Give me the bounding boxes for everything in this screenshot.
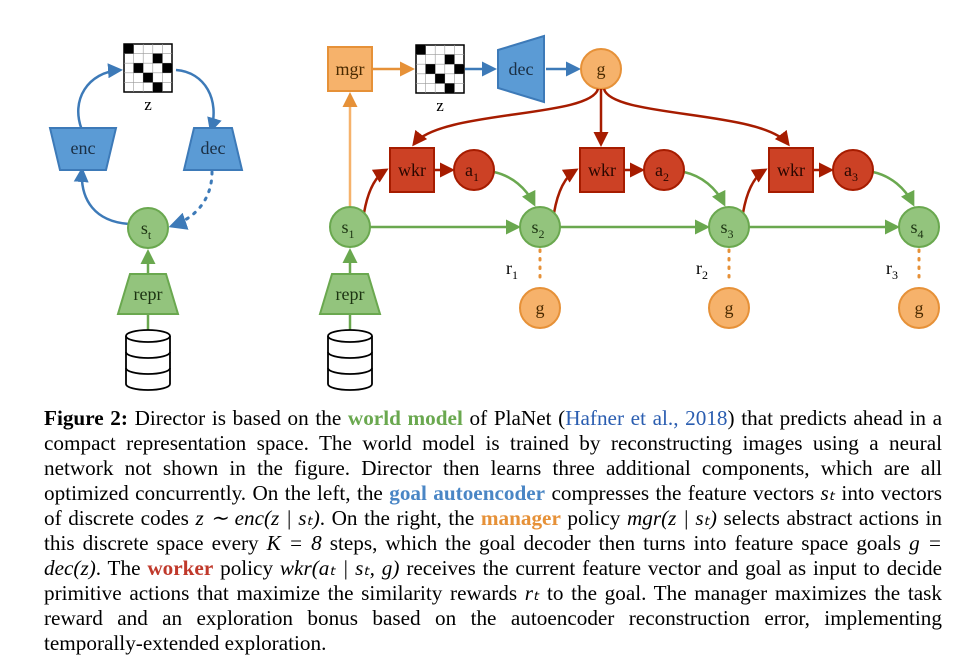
caption-text: policy	[560, 506, 627, 530]
a3-to-s4-arrow	[872, 170, 915, 207]
st-to-enc-arc	[73, 167, 131, 226]
svg-text:s2: s2	[531, 217, 544, 241]
math-st: sₜ	[820, 481, 836, 505]
state-s2-node: s2	[519, 206, 561, 248]
svg-text:s3: s3	[720, 217, 733, 241]
goal-g-node-3: g	[708, 287, 750, 329]
svg-text:wkr: wkr	[588, 160, 616, 180]
svg-text:a3: a3	[844, 160, 858, 184]
figure-diagram: z enc dec st repr	[48, 34, 940, 391]
figure-label: Figure 2:	[44, 406, 128, 430]
state-s1-node: s1	[329, 206, 371, 248]
a1-to-s2-arrow	[493, 170, 536, 207]
g-to-wkr3-arrow	[602, 88, 790, 147]
right-director-diagram: mgr z dec g	[318, 34, 940, 391]
goal-g-node-top: g	[580, 48, 622, 90]
figure-caption: Figure 2: Director is based on the world…	[44, 406, 942, 656]
svg-text:g: g	[536, 298, 545, 318]
dec-block-left: dec	[182, 127, 244, 171]
state-s3-node: s3	[708, 206, 750, 248]
svg-text:st: st	[141, 218, 152, 242]
svg-text:a2: a2	[655, 160, 669, 184]
caption-text: into vectors of discrete codes	[44, 481, 942, 530]
z-code-grid-right	[415, 44, 465, 94]
reward-r3-label: r3	[886, 258, 898, 282]
z-label-left: z	[144, 95, 152, 114]
dec-block-right: dec	[497, 34, 545, 104]
reward-r1-label: r1	[506, 258, 518, 282]
manager-term: manager	[480, 506, 561, 530]
a2-to-s3-arrow	[683, 170, 726, 207]
caption-text: policy	[213, 556, 280, 580]
svg-text:g: g	[597, 59, 606, 79]
svg-text:s1: s1	[341, 217, 354, 241]
action-a2-node: a2	[643, 149, 685, 191]
caption-text: to the goal. The manager maximizes the t…	[44, 581, 942, 655]
caption-text: of PlaNet (	[462, 406, 566, 430]
enc-block: enc	[48, 127, 118, 171]
goal-g-node-2: g	[519, 287, 561, 329]
svg-text:g: g	[725, 298, 734, 318]
caption-text: selects abstract actions in this discret…	[44, 506, 942, 555]
repr-block-left: repr	[116, 273, 180, 315]
math-rt: rₜ	[524, 581, 540, 605]
math-k: K = 8	[266, 531, 322, 555]
worker-wkr-block-2: wkr	[579, 147, 625, 193]
math-wkr: wkr(aₜ | sₜ, g)	[279, 556, 400, 580]
svg-text:wkr: wkr	[398, 160, 426, 180]
caption-text: compresses the feature vectors	[545, 481, 821, 505]
caption-text: . The	[95, 556, 148, 580]
caption-text: . On the right, the	[319, 506, 481, 530]
svg-text:a1: a1	[465, 160, 479, 184]
s2-to-wkr2-arrow	[552, 168, 579, 214]
s1-to-wkr1-arrow	[362, 168, 389, 214]
repr-label-left: repr	[134, 284, 163, 304]
goal-autoencoder-term: goal autoencoder	[389, 481, 546, 505]
caption-text: ) that predicts ahead in a compact repre…	[44, 406, 942, 505]
reward-r2-label: r2	[696, 258, 708, 282]
action-a3-node: a3	[832, 149, 874, 191]
svg-text:s4: s4	[910, 217, 923, 241]
math-enc: z ∼ enc(z | sₜ)	[195, 506, 320, 530]
caption-text: Director is based on the	[127, 406, 348, 430]
math-mgr: mgr(z | sₜ)	[626, 506, 717, 530]
left-autoencoder-diagram: z enc dec st repr	[48, 43, 244, 391]
world-model-term: world model	[347, 406, 463, 430]
z-code-grid-left	[123, 43, 173, 93]
worker-wkr-block-1: wkr	[389, 147, 435, 193]
z-label-right: z	[436, 96, 444, 115]
math-dec: g = dec(z)	[44, 531, 942, 580]
caption-text: steps, which the goal decoder then turns…	[321, 531, 910, 555]
g-to-wkr1-arrow	[412, 88, 600, 147]
enc-label: enc	[71, 138, 96, 158]
z-to-dec-arc	[175, 68, 222, 133]
svg-text:wkr: wkr	[777, 160, 805, 180]
citation-link[interactable]: Hafner et al., 2018	[565, 406, 728, 430]
repr-block-right: repr	[318, 273, 382, 315]
action-a1-node: a1	[453, 149, 495, 191]
repr-label-right: repr	[336, 284, 365, 304]
worker-wkr-block-3: wkr	[768, 147, 814, 193]
mgr-block: mgr	[327, 46, 373, 92]
database-icon-right	[327, 329, 373, 391]
state-st-node: st	[127, 207, 169, 249]
dec-to-st-dotted-arc	[168, 170, 214, 230]
enc-to-z-arc	[77, 63, 123, 131]
mgr-label: mgr	[336, 59, 365, 79]
goal-g-node-4: g	[898, 287, 940, 329]
dec-label-left: dec	[201, 138, 226, 158]
svg-text:g: g	[915, 298, 924, 318]
state-s4-node: s4	[898, 206, 940, 248]
s3-to-wkr3-arrow	[741, 168, 768, 214]
worker-term: worker	[147, 556, 214, 580]
database-icon-left	[125, 329, 171, 391]
caption-text: receives the current feature vector and …	[44, 556, 942, 605]
dec-label-right: dec	[509, 59, 534, 79]
